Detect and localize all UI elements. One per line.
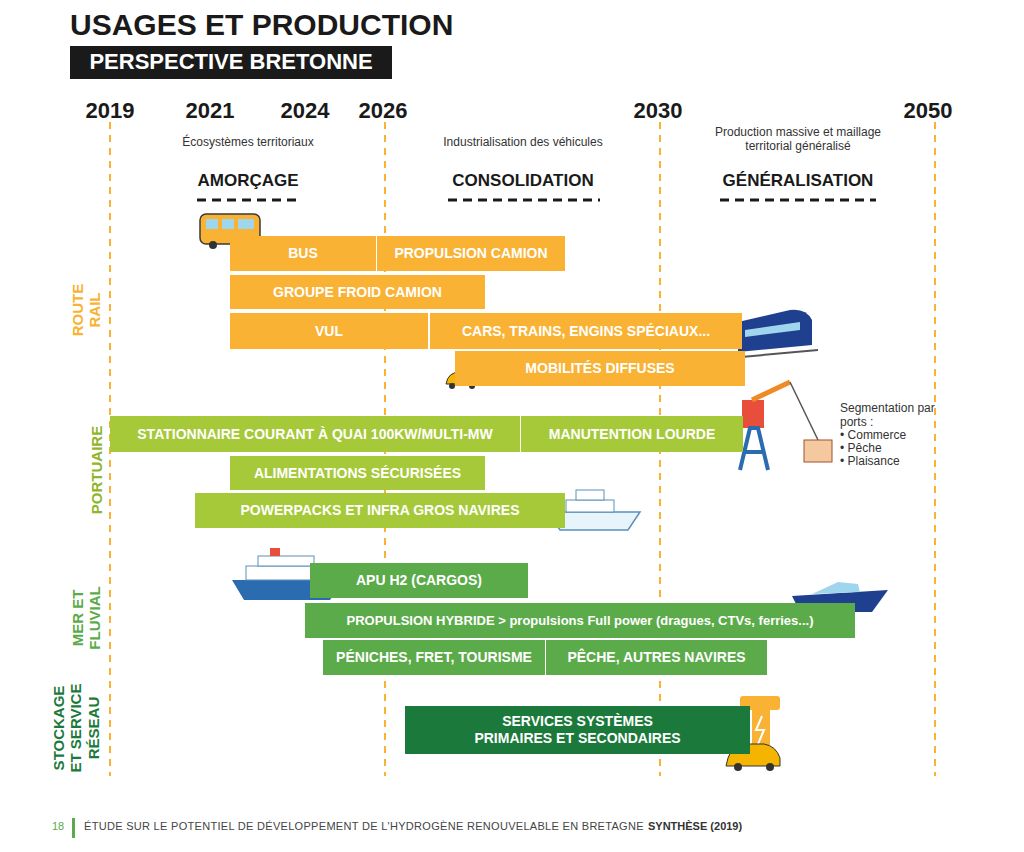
timeline-bar: ALIMENTATIONS SÉCURISÉES: [230, 456, 485, 490]
timeline-bar: VUL: [230, 313, 428, 349]
timeline-bar: GROUPE FROID CAMION: [230, 275, 485, 309]
year-gridline: [110, 122, 935, 776]
bar-label: SERVICES SYSTÈMES PRIMAIRES ET SECONDAIR…: [463, 713, 693, 747]
label-text: 2050: [904, 98, 953, 123]
timeline-bar: BUS: [230, 236, 376, 271]
label-text: GÉNÉRALISATION: [723, 171, 874, 191]
timeline-bar: POWERPACKS ET INFRA GROS NAVIRES: [195, 493, 565, 528]
label-text: AMORÇAGE: [197, 171, 298, 191]
footer-rule: [72, 818, 75, 838]
diagram-title: USAGES ET PRODUCTION: [70, 8, 453, 42]
bar-label: PROPULSION HYBRIDE > propulsions Full po…: [347, 613, 814, 629]
phase-underline: [197, 199, 876, 202]
subtitle-box: PERSPECTIVE BRETONNE: [70, 46, 392, 79]
timeline-bar: PÊCHE, AUTRES NAVIRES: [546, 640, 767, 675]
bar-label: ALIMENTATIONS SÉCURISÉES: [254, 465, 461, 482]
bar-label: STATIONNAIRE COURANT À QUAI 100KW/MULTI-…: [137, 426, 492, 443]
label-text: 2030: [634, 98, 683, 123]
timeline-bar: SERVICES SYSTÈMES PRIMAIRES ET SECONDAIR…: [405, 706, 750, 754]
bar-label: PROPULSION CAMION: [394, 245, 547, 262]
bar-label: PÉNICHES, FRET, TOURISME: [336, 649, 532, 666]
timeline-bar: MOBILITÉS DIFFUSES: [455, 351, 745, 386]
label-text: Écosystèmes territoriaux: [182, 136, 313, 150]
label-text: MER ET FLUVIAL: [69, 573, 104, 663]
label-text: STOCKAGE ET SERVICE RÉSEAU: [50, 678, 102, 778]
timeline-bar: PROPULSION HYBRIDE > propulsions Full po…: [305, 603, 855, 638]
label-text: SYNTHÈSE (2019): [648, 820, 742, 833]
timeline-bar: STATIONNAIRE COURANT À QUAI 100KW/MULTI-…: [110, 416, 520, 452]
bar-label: PÊCHE, AUTRES NAVIRES: [567, 649, 745, 666]
timeline-bar: MANUTENTION LOURDE: [521, 416, 743, 452]
label-text: Production massive et maillage territori…: [708, 126, 888, 154]
bar-label: PERSPECTIVE BRETONNE: [89, 49, 372, 75]
bar-label: POWERPACKS ET INFRA GROS NAVIRES: [241, 502, 520, 519]
bar-label: CARS, TRAINS, ENGINS SPÉCIAUX...: [462, 323, 710, 340]
label-text: 2026: [359, 98, 408, 123]
label-text: 2021: [186, 98, 235, 123]
timeline-bar: CARS, TRAINS, ENGINS SPÉCIAUX...: [430, 313, 742, 349]
crane-icon: [740, 382, 832, 470]
caption: ÉTUDE SUR LE POTENTIEL DE DÉVELOPPEMENT …: [84, 820, 644, 832]
bar-label: MOBILITÉS DIFFUSES: [525, 360, 674, 377]
bar-label: GROUPE FROID CAMION: [273, 284, 442, 301]
label-text: Industrialisation des véhicules: [443, 136, 602, 150]
label-text: ROUTE RAIL: [69, 280, 104, 340]
timeline-bar: APU H2 (CARGOS): [310, 563, 528, 598]
timeline-bar: PROPULSION CAMION: [377, 236, 565, 271]
bar-label: APU H2 (CARGOS): [356, 572, 482, 589]
label-text: • Pêche: [840, 442, 882, 456]
bar-label: BUS: [288, 245, 318, 262]
label-text: PORTUAIRE: [88, 426, 105, 514]
label-text: Segmentation par ports :: [840, 402, 936, 430]
timeline-bar: PÉNICHES, FRET, TOURISME: [323, 640, 545, 675]
label-text: • Plaisance: [840, 455, 900, 469]
label-text: CONSOLIDATION: [452, 171, 593, 191]
label-text: • Commerce: [840, 429, 906, 443]
label-text: 18: [52, 820, 64, 833]
label-text: 2019: [86, 98, 135, 123]
bar-label: MANUTENTION LOURDE: [549, 426, 715, 443]
label-text: 2024: [281, 98, 330, 123]
bar-label: VUL: [315, 323, 343, 340]
